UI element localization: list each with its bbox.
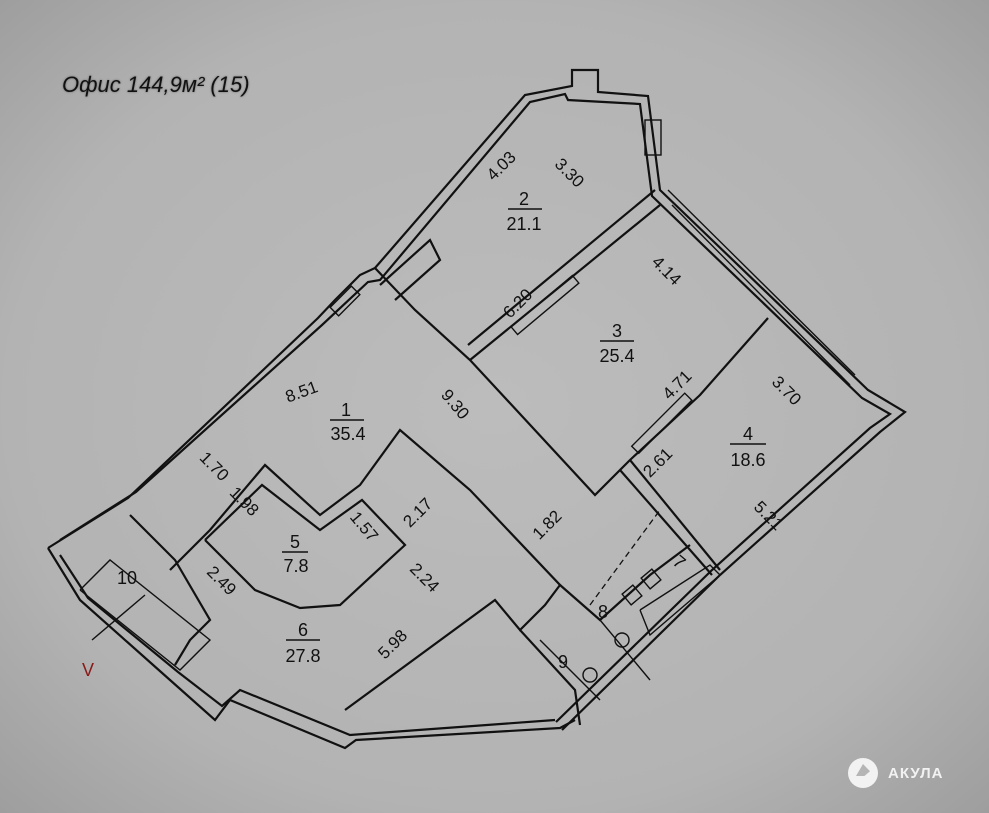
- room-number: 5: [290, 532, 300, 552]
- room-8-number: 8: [598, 602, 608, 622]
- dimension: 2.24: [406, 559, 443, 596]
- room-area: 18.6: [730, 450, 765, 470]
- dimension: 3.70: [768, 372, 805, 409]
- room-number: 2: [519, 189, 529, 209]
- outer-walls: [47, 68, 907, 750]
- room-number: 3: [612, 321, 622, 341]
- dimension: 1.82: [529, 507, 566, 544]
- dimension: 5.21: [750, 497, 787, 534]
- room-area: 25.4: [599, 346, 634, 366]
- entrance-mark: V: [82, 660, 94, 680]
- room-number: 4: [743, 424, 753, 444]
- dimension: 3.30: [551, 154, 588, 191]
- room-number: 1: [341, 400, 351, 420]
- dimension: 6.20: [499, 285, 536, 322]
- room-area: 35.4: [330, 424, 365, 444]
- dimension: 2.61: [639, 444, 676, 481]
- room-7-number: 7: [669, 551, 690, 573]
- brand-logo: АКУЛА: [848, 758, 943, 788]
- room-2: 2 21.1: [506, 189, 542, 234]
- dimension: 1.57: [346, 508, 382, 546]
- brand-name: АКУЛА: [888, 764, 944, 782]
- room-10-number: 10: [117, 568, 137, 588]
- room-3: 3 25.4: [599, 321, 634, 366]
- dimension: 8.51: [283, 377, 321, 406]
- interior-walls: [79, 189, 769, 726]
- room-1: 1 35.4: [330, 400, 366, 444]
- room-5: 5 7.8: [282, 532, 309, 576]
- room-area: 7.8: [283, 556, 308, 576]
- room-number: 6: [298, 620, 308, 640]
- room-9-number: 9: [558, 652, 568, 672]
- shark-logo-icon: [848, 758, 878, 788]
- dimension: 2.17: [399, 494, 436, 531]
- room-4: 4 18.6: [730, 424, 766, 470]
- dimension: 1.70: [196, 448, 233, 485]
- plan-title: Офис 144,9м² (15): [62, 72, 250, 97]
- dimension: 4.03: [483, 148, 520, 185]
- room-area: 27.8: [285, 646, 320, 666]
- room-6: 6 27.8: [285, 620, 320, 666]
- room-area: 21.1: [506, 214, 541, 234]
- dimension: 9.30: [437, 386, 473, 424]
- dimension-labels: 4.03 3.30 6.20 4.14 4.71 3.70 2.61 5.21 …: [196, 148, 805, 663]
- dimension: 5.98: [374, 626, 411, 663]
- dimension: 4.14: [648, 252, 685, 289]
